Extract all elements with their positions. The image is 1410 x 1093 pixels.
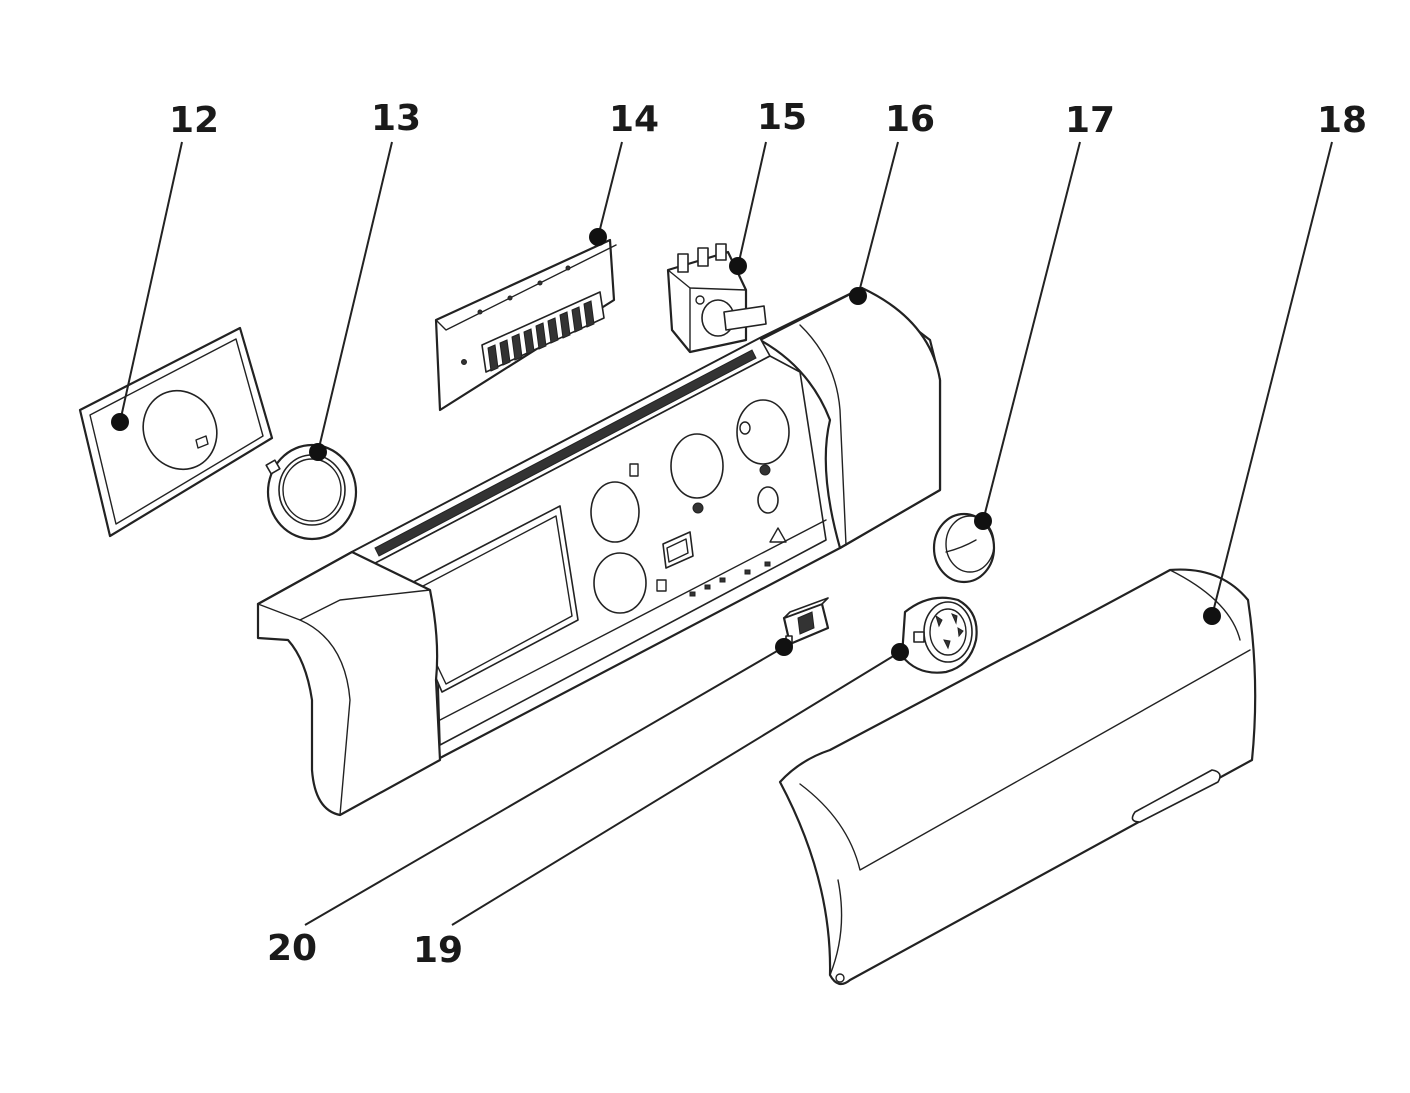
leader-lines xyxy=(119,141,1333,926)
leader-12 xyxy=(119,141,183,423)
part-12-faceplate xyxy=(78,326,274,538)
callout-label-16: 16 xyxy=(885,99,935,140)
dot-13 xyxy=(309,443,327,461)
dot-20 xyxy=(775,638,793,656)
part-13-bezel-ring xyxy=(265,443,358,541)
callout-label-17: 17 xyxy=(1065,100,1115,141)
leader-20 xyxy=(304,646,785,926)
callout-label-18: 18 xyxy=(1317,100,1367,141)
callout-label-14: 14 xyxy=(609,99,659,140)
callout-label-13: 13 xyxy=(371,98,421,139)
leader-14 xyxy=(597,141,623,238)
callout-label-20: 20 xyxy=(267,928,317,969)
part-14-terminal-block xyxy=(434,238,617,412)
callout-labels: 12 13 14 15 16 17 18 19 20 xyxy=(169,97,1367,971)
leader-18 xyxy=(1211,141,1333,617)
part-19-gauge xyxy=(900,596,978,674)
dot-15 xyxy=(729,257,747,275)
leader-15 xyxy=(737,141,767,267)
dot-19 xyxy=(891,643,909,661)
part-16-control-panel xyxy=(256,286,942,817)
part-20-rocker-switch xyxy=(782,597,830,647)
callout-label-12: 12 xyxy=(169,100,219,141)
part-15-rotary-switch xyxy=(666,243,767,354)
part-17-knob xyxy=(932,512,996,584)
callout-label-15: 15 xyxy=(757,97,807,138)
terminal-row xyxy=(481,291,605,373)
dot-17 xyxy=(974,512,992,530)
leader-13 xyxy=(317,141,393,453)
dot-16 xyxy=(849,287,867,305)
dot-12 xyxy=(111,413,129,431)
callout-label-19: 19 xyxy=(413,930,463,971)
leader-17 xyxy=(982,141,1081,522)
dot-18 xyxy=(1203,607,1221,625)
leader-16 xyxy=(857,141,899,297)
leader-19 xyxy=(451,651,901,926)
part-18-front-cover xyxy=(778,568,1257,986)
dot-14 xyxy=(589,228,607,246)
callout-dots xyxy=(111,228,1221,661)
